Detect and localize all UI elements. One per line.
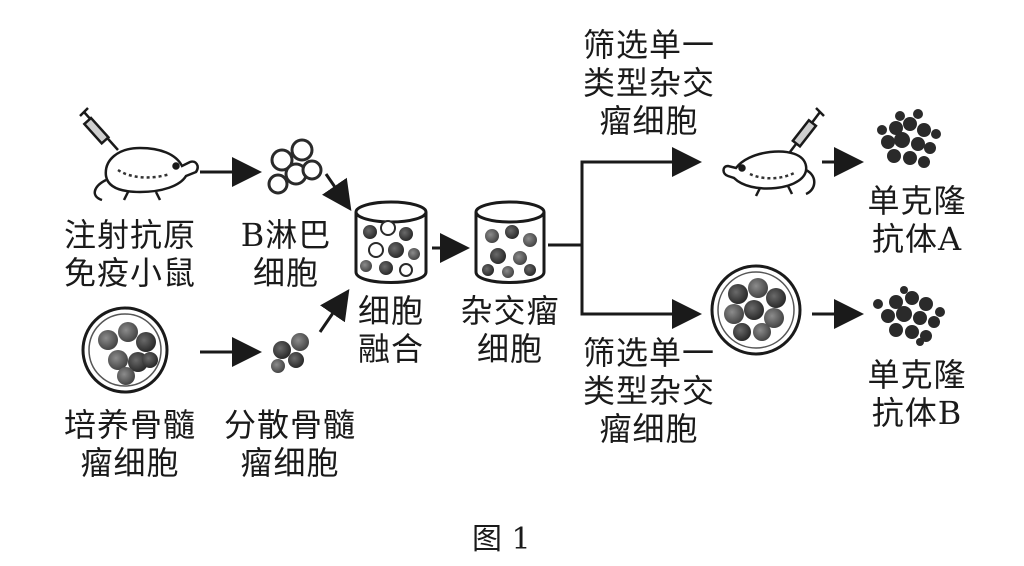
fusion-beaker-icon <box>354 200 428 284</box>
figure-caption: 图 1 <box>472 522 531 557</box>
label-b-lymphocyte: B淋巴 细胞 <box>240 216 332 292</box>
label-dispersed-myeloma: 分散骨髓 瘤细胞 <box>223 406 356 482</box>
branch-line-lower <box>580 245 702 329</box>
arrow-myeloma-to-fusion <box>318 289 350 333</box>
label-antibody-a: 单克隆 抗体A <box>867 182 967 258</box>
injected-mouse-icon <box>79 107 199 202</box>
mouse-icon <box>93 146 199 202</box>
b-lymphocyte-cells <box>267 138 323 195</box>
branch-line <box>548 147 702 247</box>
label-mouse-injection: 注射抗原 免疫小鼠 <box>63 216 196 292</box>
injected-mouse-icon-2 <box>722 107 825 197</box>
syringe-icon <box>79 107 119 151</box>
mouse-icon-2 <box>722 150 816 197</box>
antibody-cluster-icon-a <box>877 109 941 168</box>
arrow-b-cell-to-fusion <box>322 173 352 211</box>
label-screen-upper: 筛选单一 类型杂交 瘤细胞 <box>582 26 715 140</box>
process-arrows <box>200 147 864 367</box>
label-screen-lower: 筛选单一 类型杂交 瘤细胞 <box>582 334 715 448</box>
dispersed-myeloma-cells <box>271 333 309 373</box>
label-cell-fusion: 细胞 融合 <box>357 292 424 368</box>
petri-dish-icon-2 <box>710 264 802 356</box>
label-hybridoma: 杂交瘤 细胞 <box>460 292 560 368</box>
label-cultured-myeloma: 培养骨髓 瘤细胞 <box>63 406 196 482</box>
label-antibody-b: 单克隆 抗体B <box>867 356 967 432</box>
antibody-cluster-icon-b <box>873 286 945 346</box>
petri-dish-icon <box>81 306 169 394</box>
syringe-icon-2 <box>789 107 825 153</box>
hybridoma-beaker-icon <box>474 200 546 284</box>
